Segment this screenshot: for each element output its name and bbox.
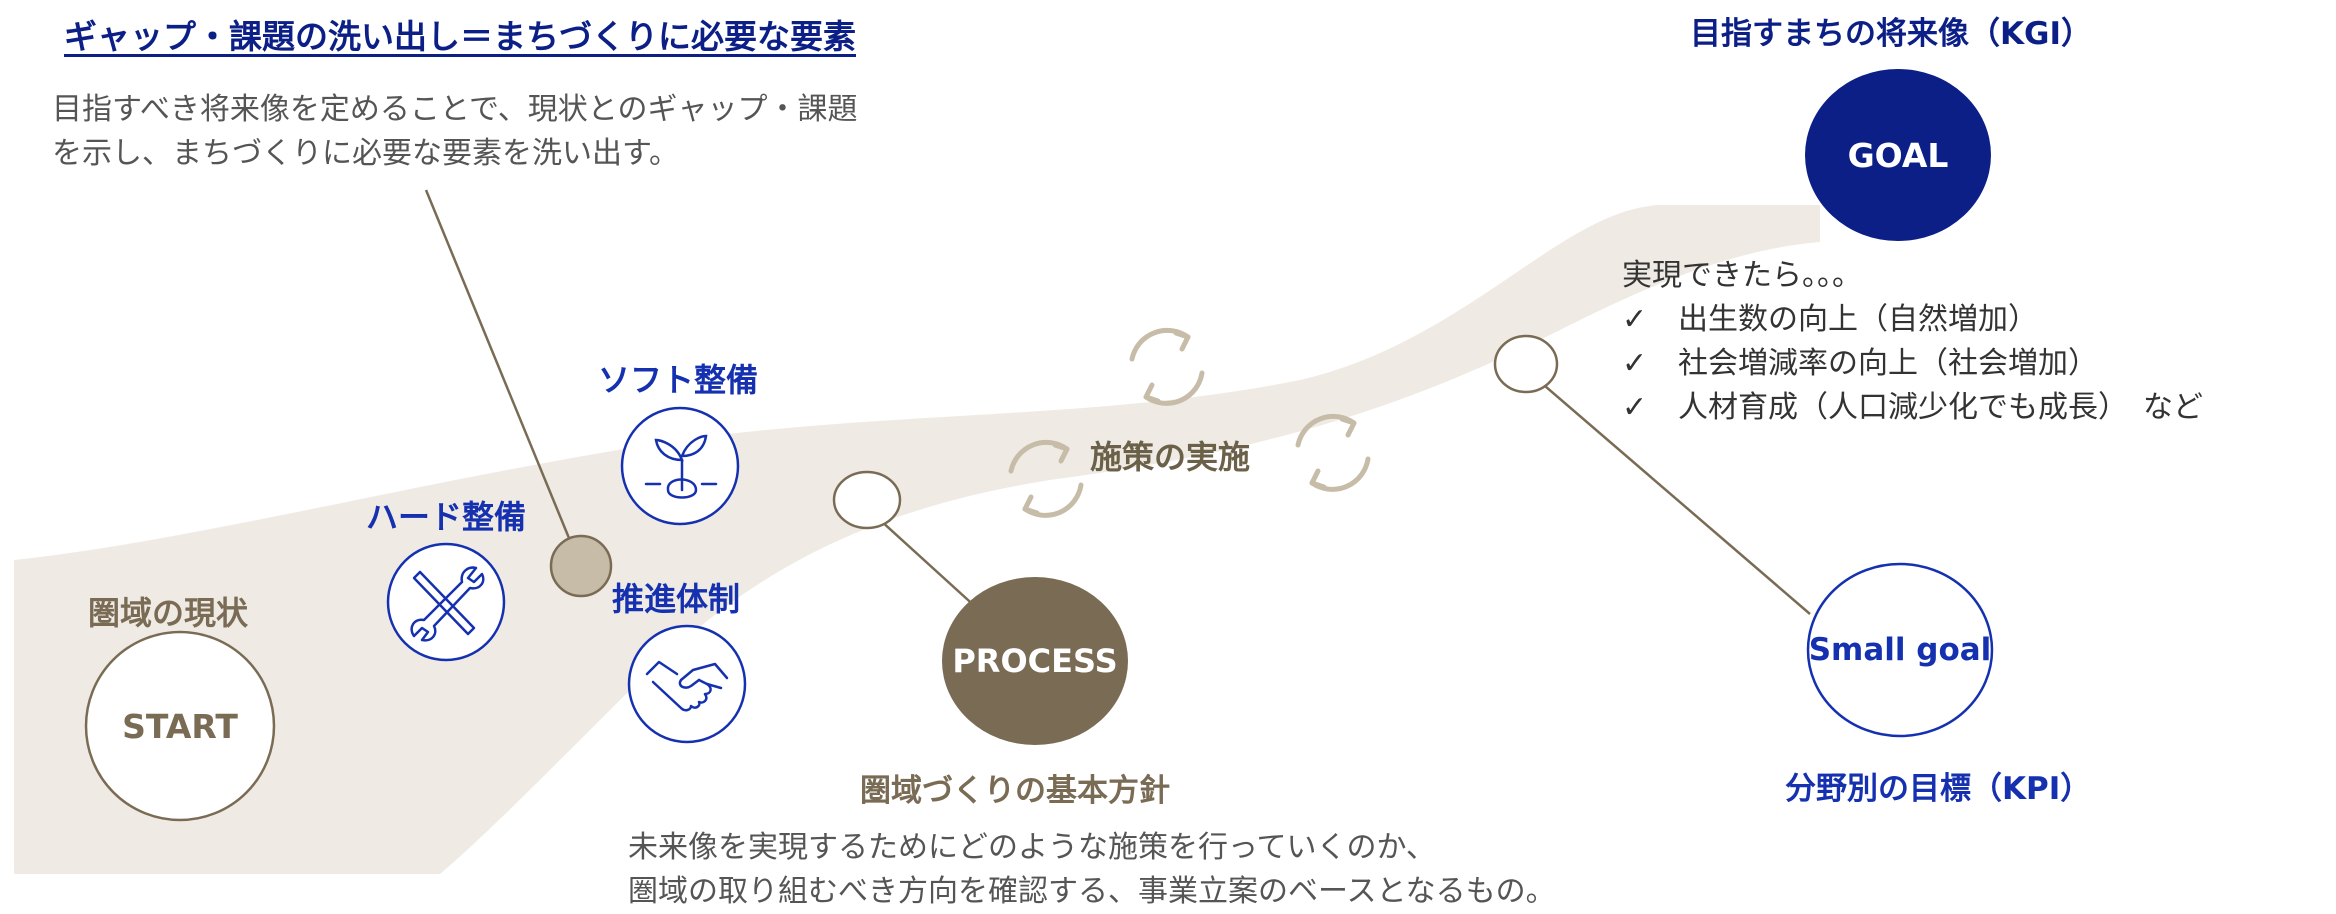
measures-label: 施策の実施 [1090, 438, 1251, 476]
handshake-icon [627, 624, 747, 744]
start-circle [84, 630, 276, 822]
kpi-marker [1493, 334, 1559, 394]
process-circle [942, 577, 1128, 745]
goal-label: GOAL [1847, 135, 1949, 175]
realize-item: ✓出生数の向上（自然増加） [1622, 302, 2038, 337]
small-goal-label: Small goal [1808, 632, 1992, 668]
small-goal-circle [1806, 562, 1994, 738]
process-marker [832, 470, 902, 530]
gap-description: 目指すべき将来像を定めることで、現状とのギャップ・課題を示し、まちづくりに必要な… [52, 92, 858, 171]
cycle-arrows-icon [1008, 327, 1371, 518]
hard-label: ハード整備 [366, 498, 527, 536]
kpi-connector-line [1537, 379, 1811, 615]
realize-item: ✓人材育成（人口減少化でも成長） など [1622, 390, 2203, 425]
start-label: START [122, 706, 238, 746]
gap-title: ギャップ・課題の洗い出し＝まちづくりに必要な要素 [64, 17, 856, 56]
realize-item: ✓社会増減率の向上（社会増加） [1622, 346, 2098, 381]
realize-list: 実現できたら。。。 ✓出生数の向上（自然増加） ✓社会増減率の向上（社会増加） … [1622, 254, 2203, 430]
process-subtitle: 圏域づくりの基本方針 [860, 773, 1170, 809]
roadmap-path [14, 205, 1820, 874]
process-description: 未来像を実現するためにどのような施策を行っていくのか、 圏域の取り組むべき方向を… [628, 830, 1556, 909]
current-state-label: 圏域の現状 [88, 594, 249, 632]
seedling-icon [620, 406, 740, 526]
tools-icon [386, 542, 506, 662]
kpi-title: 分野別の目標（KPI） [1785, 771, 2092, 807]
gap-connector-line [424, 189, 580, 561]
goal-title: 目指すまちの将来像（KGI） [1690, 16, 2092, 52]
process-label: PROCESS [952, 642, 1118, 680]
gap-marker [549, 534, 613, 598]
soft-label: ソフト整備 [598, 361, 759, 399]
realize-heading: 実現できたら。。。 [1622, 258, 1862, 293]
goal-circle [1805, 69, 1991, 241]
suishin-label: 推進体制 [612, 580, 741, 618]
